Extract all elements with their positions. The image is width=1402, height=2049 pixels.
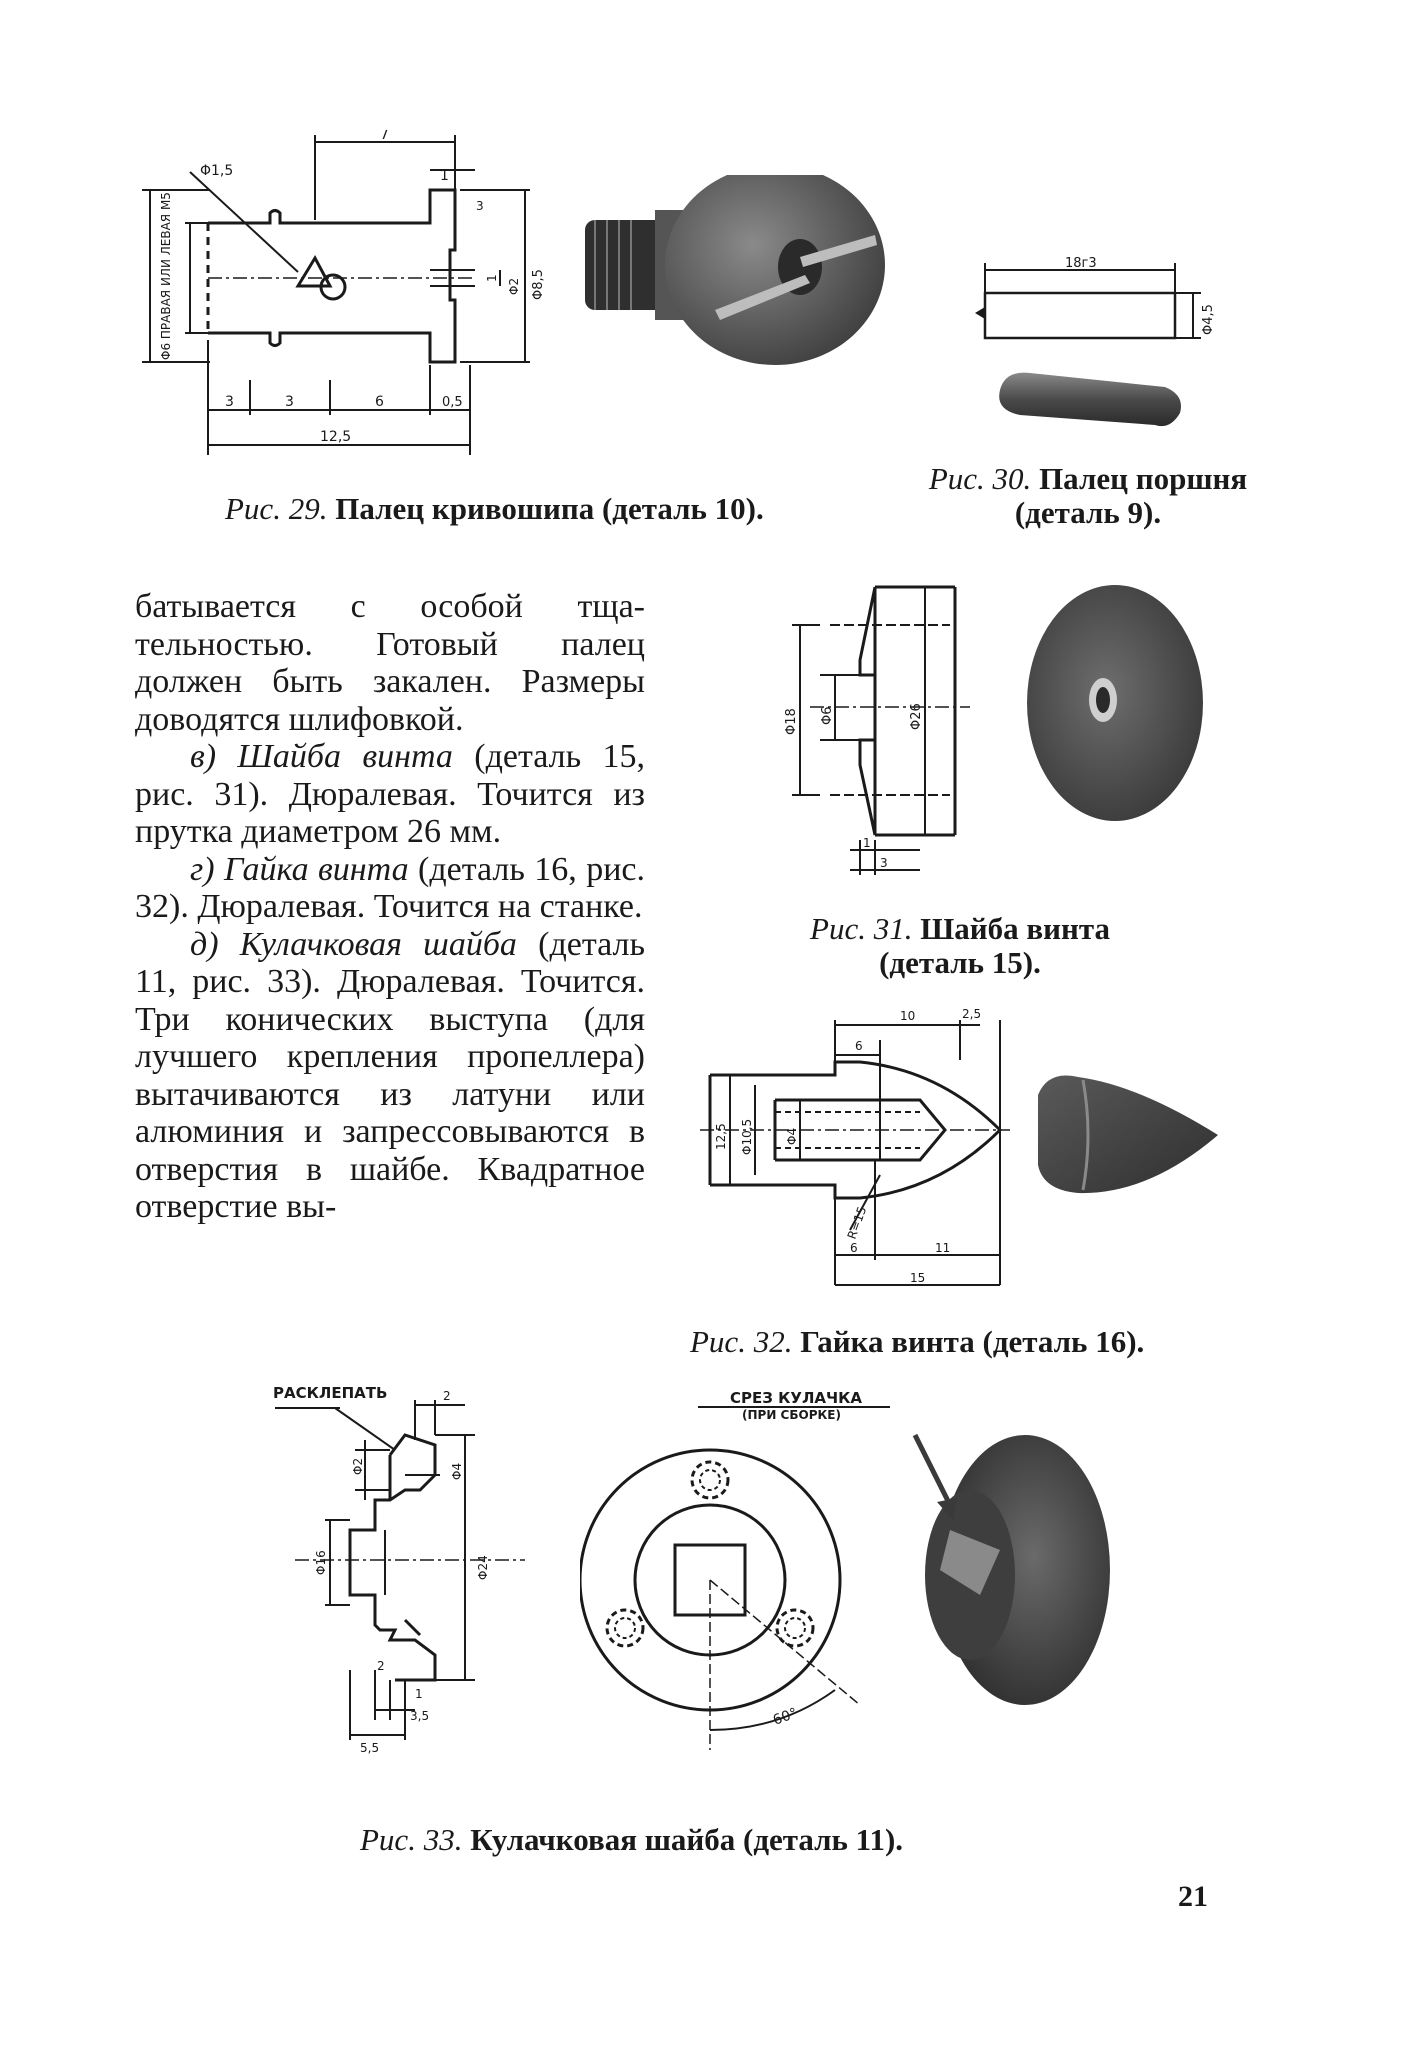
paragraph-3-label: г) Гайка винта bbox=[190, 850, 409, 888]
fig33-label-cut: СРЕЗ КУЛАЧКА bbox=[730, 1389, 862, 1407]
fig31-caption-line2: (деталь 15). bbox=[879, 945, 1041, 980]
fig29-dim-right2: Φ2 bbox=[507, 278, 521, 295]
fig29-dim-right3: 3 bbox=[476, 199, 484, 213]
fig32-dim-b11: 11 bbox=[935, 1241, 950, 1255]
fig31-caption-text: Шайба винта bbox=[920, 911, 1110, 946]
fig32-caption: Рис. 32. Гайка винта (деталь 16). bbox=[690, 1325, 1144, 1359]
fig31-dim-d26: Φ26 bbox=[909, 703, 924, 730]
fig29-drawing: Φ1,5 7 1 3 3 6 0,5 12,5 Φ6 ПРАВАЯ ИЛИ ЛЕ… bbox=[142, 130, 546, 455]
fig32-dim-b6: 6 bbox=[850, 1241, 858, 1255]
fig30-caption-prefix: Рис. 30. bbox=[928, 461, 1032, 496]
fig32-dim-d105: Φ10,5 bbox=[740, 1119, 754, 1155]
fig29-caption-prefix: Рис. 29. bbox=[225, 491, 328, 526]
fig30-caption-line2: (деталь 9). bbox=[1014, 495, 1162, 530]
fig29-dim-right85: Φ8,5 bbox=[531, 269, 546, 300]
fig33-caption: Рис. 33. Кулачковая шайба (деталь 11). bbox=[360, 1823, 903, 1857]
fig32-dim-b15: 15 bbox=[910, 1271, 925, 1285]
fig33-caption-prefix: Рис. 33. bbox=[360, 1822, 463, 1857]
fig29-dim-bottom3a: 3 bbox=[225, 394, 234, 410]
fig29-dim-top1: 1 bbox=[440, 168, 449, 184]
fig31-caption: Рис. 31. Шайба винта (деталь 15). bbox=[780, 912, 1140, 980]
fig30-caption: Рис. 30. Палец поршня (деталь 9). bbox=[928, 462, 1248, 530]
fig31-caption-line1: Рис. 31. Шайба винта bbox=[780, 912, 1140, 946]
fig29-dim-d15: Φ1,5 bbox=[200, 163, 233, 179]
fig30-photo bbox=[999, 372, 1181, 427]
fig33-dim-angle: 60° bbox=[771, 1705, 800, 1729]
fig33-front-drawing: СРЕЗ КУЛАЧКА (ПРИ СБОРКЕ) 60° bbox=[580, 1389, 890, 1750]
fig29-dim-left-label: Φ6 ПРАВАЯ ИЛИ ЛЕВАЯ M5 bbox=[159, 192, 173, 360]
fig29-dim-top7: 7 bbox=[380, 130, 389, 143]
fig33-dim-d24: Φ24 bbox=[476, 1555, 490, 1580]
fig32-caption-text: Гайка винта (деталь 16). bbox=[800, 1324, 1145, 1359]
fig32-dim-d125: 12,5 bbox=[714, 1123, 728, 1150]
fig33-dim-d16: Φ16 bbox=[314, 1550, 328, 1575]
paragraph-2-label: в) Шайба винта bbox=[190, 738, 453, 775]
fig31-drawing: Φ18 Φ6 Φ26 1 3 bbox=[784, 585, 970, 875]
paragraph-1: батывается с особой тща­тельностью. Гото… bbox=[135, 588, 645, 738]
paragraph-2: в) Шайба винта (деталь 15, рис. 31). Дюр… bbox=[135, 738, 645, 851]
fig31-photo bbox=[1027, 585, 1203, 821]
fig31-caption-prefix: Рис. 31. bbox=[810, 911, 913, 946]
fig30-drawing: 18г3 Φ4,5 bbox=[975, 256, 1215, 340]
page-number: 21 bbox=[1178, 1880, 1208, 1913]
paragraph-4: д) Кулачковая шайба (деталь 11, рис. 33)… bbox=[135, 926, 645, 1226]
paragraph-3-text: (деталь 16, рис. 32). Дюралевая. То­читс… bbox=[135, 850, 646, 926]
fig33-label-cut2: (ПРИ СБОРКЕ) bbox=[742, 1408, 841, 1422]
fig33-dim-b55: 5,5 bbox=[360, 1741, 379, 1755]
paragraph-4-text: (деталь 11, рис. 33). Дюра­левая. Точитс… bbox=[135, 925, 645, 1226]
fig32-dim-r15: R=15 bbox=[845, 1205, 870, 1241]
fig29-dim-bottom125: 12,5 bbox=[320, 429, 351, 445]
fig33-caption-text: Кулачковая шайба (деталь 11). bbox=[470, 1822, 904, 1857]
paragraph-2-text: (деталь 15, рис. 31). Дюралевая. То­читс… bbox=[135, 738, 645, 850]
fig32-dim-d4: Φ4 bbox=[785, 1128, 799, 1145]
fig31-dim-b1: 1 bbox=[863, 836, 871, 850]
fig32-dim-t6: 6 bbox=[855, 1039, 863, 1053]
fig33-dim-b2: 2 bbox=[377, 1659, 385, 1673]
fig29-dim-bottom6: 6 bbox=[375, 394, 384, 410]
fig33-label-rivet: РАСКЛЕПАТЬ bbox=[273, 1384, 387, 1402]
fig32-caption-prefix: Рис. 32. bbox=[690, 1324, 793, 1359]
fig31-dim-b3: 3 bbox=[880, 856, 888, 870]
fig32-photo bbox=[1038, 1075, 1218, 1194]
fig33-dim-t2: 2 bbox=[443, 1389, 451, 1403]
fig32-drawing: 10 6 2,5 12,5 Φ10,5 Φ4 R=15 6 11 15 bbox=[700, 1007, 1010, 1286]
fig29-dim-bottom3b: 3 bbox=[285, 394, 294, 410]
fig29-caption: Рис. 29. Палец кривошипа (деталь 10). bbox=[225, 492, 764, 526]
fig30-dim-dia: Φ4,5 bbox=[1201, 304, 1215, 335]
fig30-caption-line1: Рис. 30. Палец поршня bbox=[928, 462, 1248, 496]
fig33-dim-b35: 3,5 bbox=[410, 1709, 429, 1723]
fig33-dim-b1: 1 bbox=[415, 1687, 423, 1701]
fig33-photo bbox=[912, 1433, 1110, 1705]
body-text: батывается с особой тща­тельностью. Гото… bbox=[135, 588, 645, 1226]
fig31-dim-d6: Φ6 bbox=[820, 706, 835, 725]
fig30-dim-len: 18г3 bbox=[1065, 256, 1097, 271]
fig30-caption-text: Палец поршня bbox=[1039, 461, 1248, 496]
fig29-dim-right1: 1 bbox=[485, 274, 499, 282]
fig32-dim-t25: 2,5 bbox=[962, 1007, 981, 1021]
fig31-dim-d18: Φ18 bbox=[784, 708, 799, 735]
fig29-dim-bottom05: 0,5 bbox=[442, 395, 463, 410]
fig32-dim-t10: 10 bbox=[900, 1009, 915, 1023]
fig33-dim-d2: Φ2 bbox=[351, 1458, 365, 1475]
paragraph-4-label: д) Кулачковая шайба bbox=[190, 925, 517, 963]
fig29-photo bbox=[585, 175, 885, 365]
fig33-dim-d4: Φ4 bbox=[450, 1463, 464, 1480]
fig29-caption-text: Палец кривошипа (деталь 10). bbox=[335, 491, 764, 526]
fig33-side-drawing: РАСКЛЕПАТЬ Φ2 2 Φ4 Φ16 Φ24 2 1 3,5 5,5 bbox=[273, 1384, 525, 1755]
paragraph-3: г) Гайка винта (деталь 16, рис. 32). Дюр… bbox=[135, 851, 645, 926]
